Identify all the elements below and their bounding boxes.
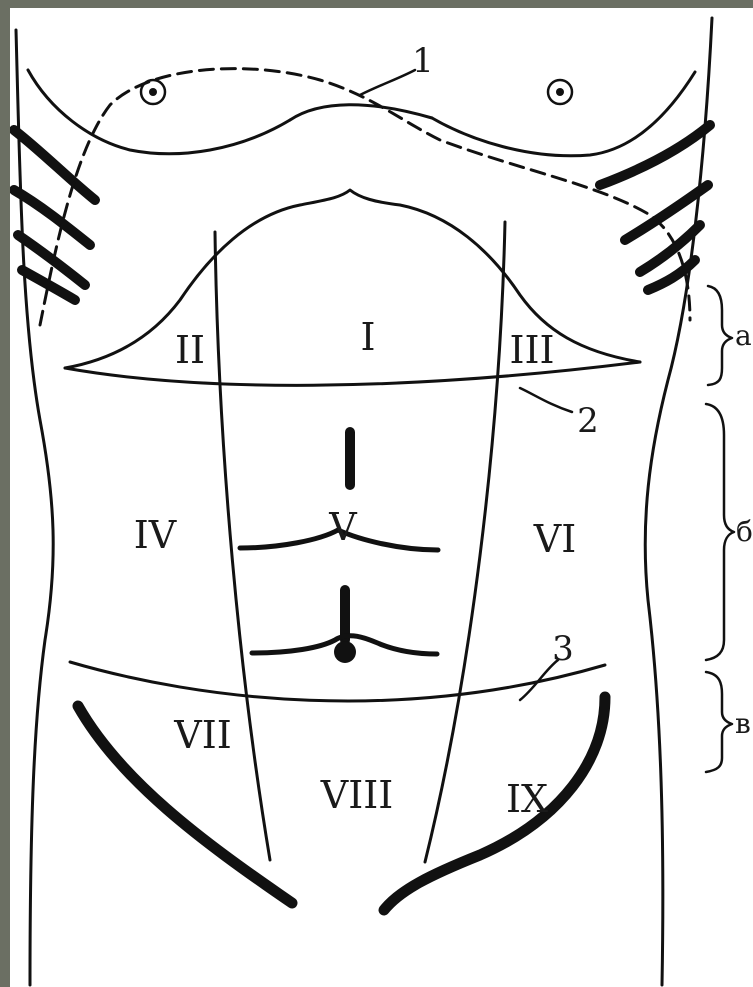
right-shoulder-line: [432, 72, 695, 156]
right-inguinal-line: [384, 697, 605, 910]
pointer-line-2: [520, 388, 572, 412]
right-nipple-icon: [548, 80, 572, 104]
region-label-V: V: [328, 505, 357, 549]
line-number-2: 2: [577, 401, 599, 441]
right-ribs: [600, 125, 710, 290]
region-label-III: III: [509, 328, 554, 372]
bracket-label-v: в: [735, 707, 751, 740]
line-number-1: 1: [412, 41, 434, 81]
navel-dot: [334, 641, 356, 663]
line-number-3: 3: [552, 629, 574, 669]
region-label-VII: VII: [173, 713, 231, 757]
bracket-label-a: a: [735, 319, 752, 352]
bracket-label-b: б: [736, 515, 753, 548]
pointer-line-1: [360, 70, 415, 95]
region-label-VI: VI: [533, 517, 576, 561]
bracket-a: [708, 286, 732, 385]
sternum-notch: [290, 105, 432, 120]
bracket-v: [706, 672, 732, 772]
right-vertical-line: [425, 222, 505, 862]
region-label-IV: IV: [134, 513, 177, 557]
region-label-IX: IX: [506, 777, 548, 821]
region-label-VIII: VIII: [320, 773, 393, 817]
region-label-I: I: [360, 315, 375, 359]
torso-left-outline: [16, 30, 53, 985]
region-label-II: II: [175, 328, 205, 372]
bracket-b: [706, 404, 734, 660]
